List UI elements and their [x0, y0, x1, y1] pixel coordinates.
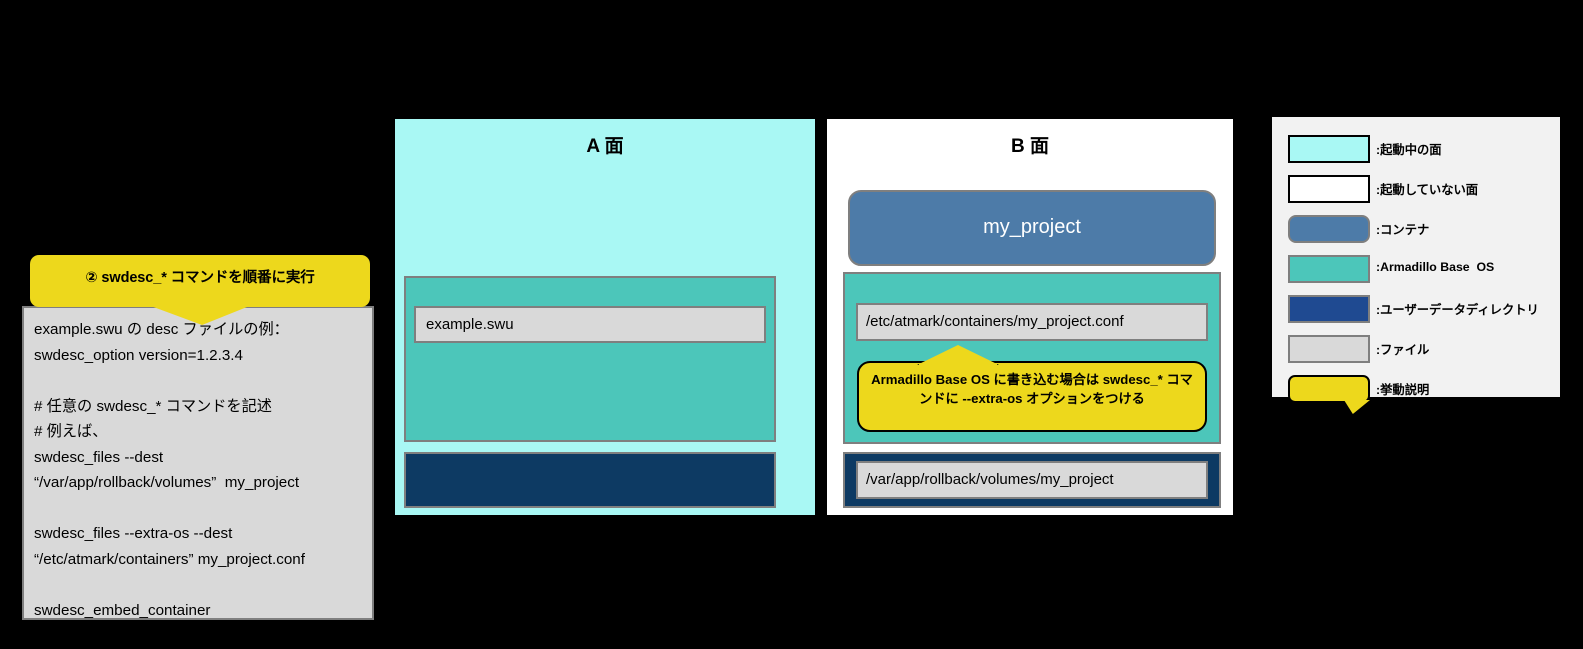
legend-label-armadillo-os: :Armadillo Base OS	[1376, 260, 1495, 274]
legend-row-user-data-dir: :ユーザーデータディレクトリ	[1288, 295, 1548, 325]
legend-label-white-face: :起動していない面	[1376, 183, 1479, 197]
legend-swatch-cyan-face-icon	[1288, 135, 1370, 163]
legend-row-file: :ファイル	[1288, 335, 1548, 365]
panel-a-file-example-swu: example.swu	[414, 306, 766, 343]
legend-panel: :起動中の面 :起動していない面 :コンテナ :Armadillo Base OS :ユ…	[1272, 117, 1560, 414]
legend-swatch-behavior-note-icon	[1288, 375, 1370, 403]
legend-row-behavior-note: :挙動説明	[1288, 375, 1548, 414]
extra-os-option-callout-text: Armadillo Base OS に書き込む場合は swdesc_* コマンド…	[871, 372, 1193, 406]
legend-label-cyan-face: :起動中の面	[1376, 143, 1442, 157]
legend-row-white-face: :起動していない面	[1288, 175, 1548, 205]
legend-row-armadillo-os: :Armadillo Base OS	[1288, 255, 1548, 285]
legend-label-file: :ファイル	[1376, 343, 1430, 357]
swdesc-order-callout-text: ② swdesc_* コマンドを順番に実行	[85, 270, 315, 286]
legend-label-container: :コンテナ	[1376, 223, 1430, 237]
panel-a-title: A 面	[586, 136, 624, 157]
legend-swatch-container-icon	[1288, 215, 1370, 243]
desc-file-code-box: example.swu の desc ファイルの例： swdesc_option…	[22, 306, 374, 644]
legend-row-cyan-face: :起動中の面	[1288, 135, 1548, 165]
desc-file-code-text: example.swu の desc ファイルの例： swdesc_option…	[34, 321, 305, 644]
panel-b-file-my-project-conf: /etc/atmark/containers/my_project.conf	[856, 303, 1208, 341]
legend-label-behavior-note: :挙動説明	[1376, 383, 1430, 397]
panel-b-container-label: my_project	[983, 216, 1081, 238]
legend-row-container: :コンテナ	[1288, 215, 1548, 245]
panel-a-user-data-directory	[404, 452, 776, 508]
panel-b-file-volume-my-project: /var/app/rollback/volumes/my_project	[856, 461, 1208, 499]
panel-a-file-example-swu-label: example.swu	[426, 316, 514, 333]
panel-b-title: B 面	[1010, 136, 1049, 157]
legend-label-user-data-dir: :ユーザーデータディレクトリ	[1376, 303, 1539, 317]
panel-b-file-my-project-conf-label: /etc/atmark/containers/my_project.conf	[866, 313, 1124, 330]
legend-swatch-file-icon	[1288, 335, 1370, 363]
swdesc-order-callout: ② swdesc_* コマンドを順番に実行	[30, 255, 370, 325]
callout-tail-icon	[1344, 400, 1370, 414]
legend-swatch-armadillo-os-icon	[1288, 255, 1370, 283]
legend-swatch-white-face-icon	[1288, 175, 1370, 203]
panel-a-armadillo-base-os	[404, 276, 776, 442]
panel-b-file-volume-my-project-label: /var/app/rollback/volumes/my_project	[866, 471, 1114, 488]
panel-b-container-my-project: my_project	[848, 190, 1216, 266]
desc-file-column: ② swdesc_* コマンドを順番に実行 example.swu の desc…	[0, 110, 385, 644]
legend-swatch-user-data-dir-icon	[1288, 295, 1370, 323]
extra-os-option-callout: Armadillo Base OS に書き込む場合は swdesc_* コマンド…	[857, 345, 1207, 432]
